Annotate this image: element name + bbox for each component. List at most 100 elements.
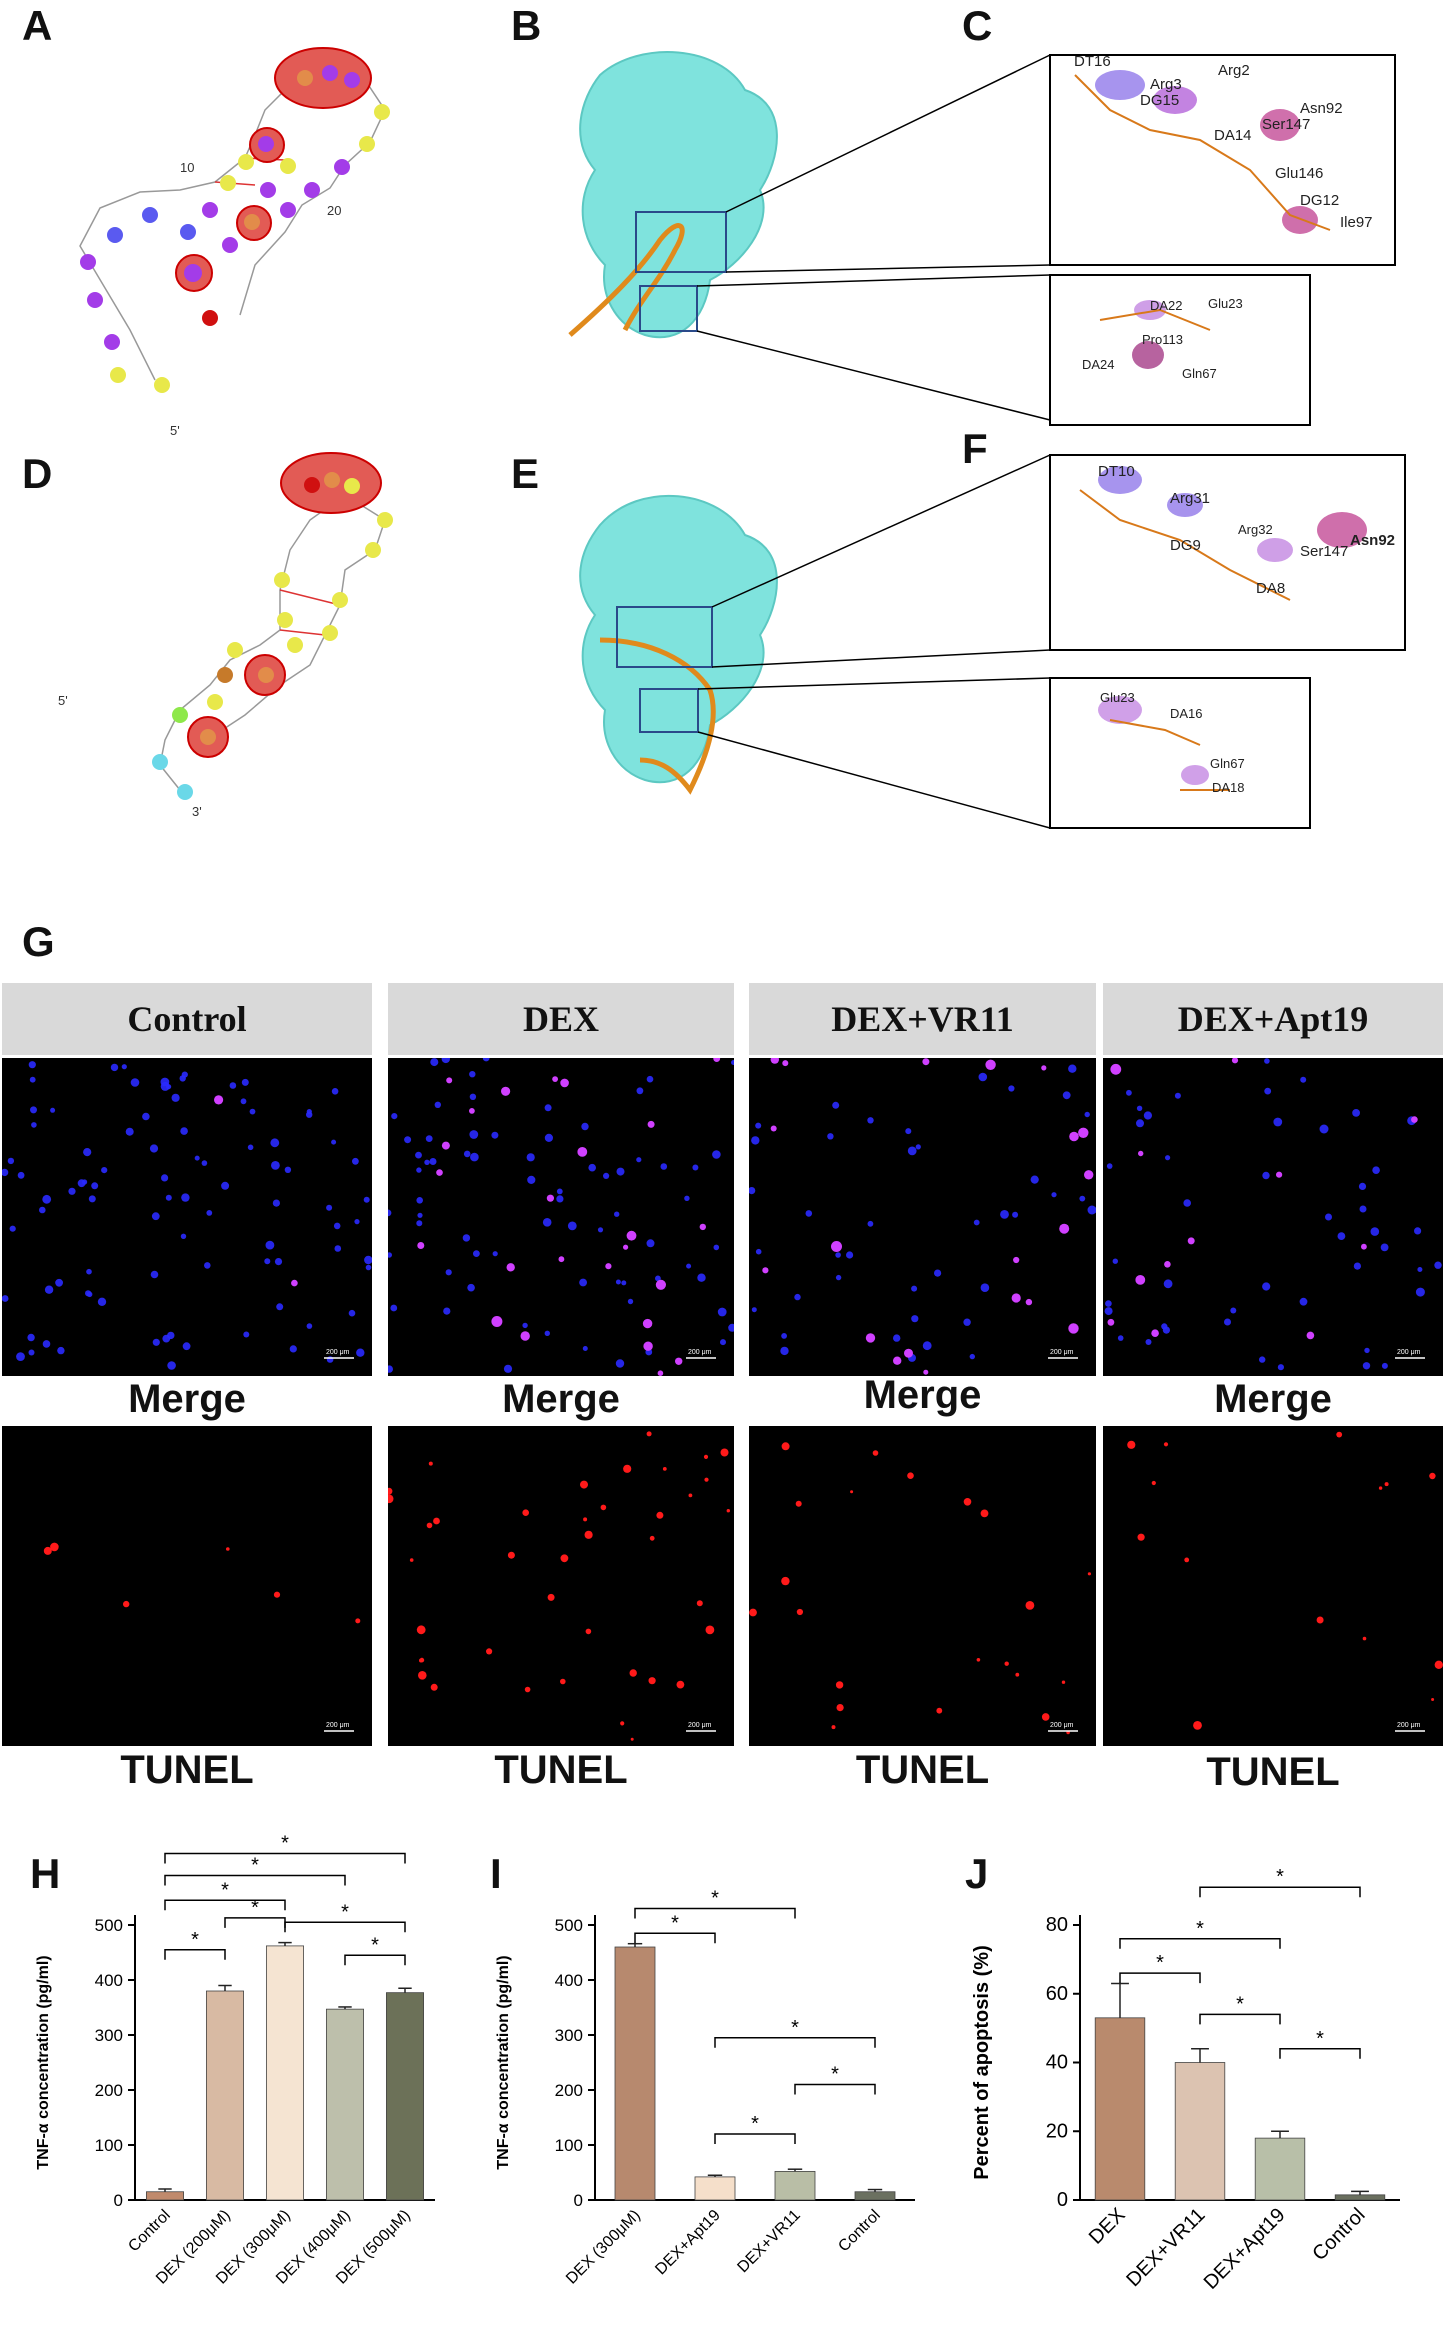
nucleus bbox=[1105, 1300, 1112, 1307]
nucleus bbox=[603, 1172, 610, 1179]
nucleus bbox=[911, 1285, 918, 1292]
tunel-positive-cell bbox=[676, 1680, 685, 1689]
tunel-positive-cell bbox=[648, 1677, 656, 1685]
bar bbox=[694, 2176, 736, 2201]
nucleus bbox=[1337, 1232, 1346, 1240]
merge-label: Merge bbox=[1214, 1377, 1332, 1421]
nucleus bbox=[1068, 1064, 1077, 1073]
apoptotic-cell bbox=[436, 1169, 443, 1176]
nucleus bbox=[1277, 1364, 1284, 1371]
nucleus bbox=[50, 1107, 56, 1113]
nucleus bbox=[781, 1333, 787, 1339]
nucleus bbox=[204, 1262, 211, 1269]
significance-star: * bbox=[341, 1901, 349, 1923]
nucleus bbox=[416, 1197, 423, 1204]
significance-star: * bbox=[671, 1912, 679, 1934]
nucleus bbox=[893, 1334, 901, 1342]
nucleus bbox=[1380, 1243, 1389, 1252]
nucleus bbox=[1300, 1076, 1307, 1083]
nucleus bbox=[780, 1346, 789, 1356]
significance-bracket bbox=[714, 2133, 796, 2144]
y-tick-label: 0 bbox=[574, 2191, 583, 2210]
y-tick-label: 500 bbox=[555, 1916, 583, 1935]
tunel-label: TUNEL bbox=[855, 1748, 990, 1792]
tunel-positive-cell bbox=[1362, 1636, 1367, 1641]
nucleus bbox=[364, 1255, 372, 1265]
nucleus bbox=[415, 1151, 422, 1159]
apoptotic-cell bbox=[1041, 1065, 1047, 1071]
tunel-positive-cell bbox=[704, 1477, 709, 1482]
significance-bracket bbox=[224, 1917, 286, 1928]
tunel-positive-cell bbox=[50, 1542, 59, 1552]
nucleus bbox=[276, 1303, 284, 1311]
apoptotic-cell bbox=[893, 1356, 902, 1365]
apoptotic-cell bbox=[713, 1058, 721, 1062]
tunel-positive-cell bbox=[416, 1625, 426, 1635]
tunel-positive-cell bbox=[835, 1681, 844, 1689]
nucleus bbox=[542, 1218, 552, 1227]
category-label: DEX (300μM) bbox=[563, 2207, 644, 2288]
apoptotic-cell bbox=[1187, 1237, 1195, 1245]
residue-label: DT10 bbox=[1098, 463, 1135, 480]
panel-letter-j: J bbox=[965, 1850, 989, 1897]
column-header: DEX+Apt19 bbox=[1103, 983, 1443, 1055]
merge-image: 200 μm bbox=[388, 1058, 734, 1376]
nucleus bbox=[150, 1270, 159, 1279]
nucleus bbox=[2, 1295, 9, 1302]
nucleus bbox=[334, 1245, 342, 1252]
nucleus bbox=[1224, 1318, 1231, 1326]
tunel-positive-cell bbox=[1004, 1661, 1009, 1666]
nucleus bbox=[969, 1353, 975, 1360]
nucleus bbox=[363, 1196, 370, 1203]
nucleus bbox=[1381, 1362, 1388, 1369]
tunel-positive-cell bbox=[703, 1454, 709, 1459]
protein-surface-b bbox=[579, 51, 778, 339]
tunel-positive-cell bbox=[507, 1551, 515, 1559]
apoptotic-cell bbox=[446, 1077, 453, 1084]
nucleus bbox=[284, 1166, 292, 1173]
label-5prime: 5' bbox=[170, 423, 180, 438]
tunel-positive-cell bbox=[1151, 1480, 1156, 1486]
y-tick-label: 200 bbox=[95, 2081, 123, 2100]
nucleus bbox=[751, 1307, 757, 1313]
nucleus bbox=[1230, 1307, 1237, 1314]
nucleus bbox=[130, 1078, 140, 1087]
nucleus bbox=[1136, 1105, 1143, 1111]
nucleus bbox=[1000, 1210, 1009, 1219]
residue-labels-c-top: DT16 Arg2 Arg3 DG15 Asn92 Ser147 DA14 Gl… bbox=[0, 0, 1447, 900]
residue-label: Ser147 bbox=[1300, 543, 1349, 560]
apoptotic-cell bbox=[623, 1244, 629, 1250]
nucleus bbox=[503, 1364, 513, 1373]
tunel-image: 200 μm bbox=[1103, 1426, 1443, 1746]
significance-star: * bbox=[711, 1888, 719, 1910]
nucleus bbox=[30, 1106, 37, 1114]
apoptotic-cell bbox=[675, 1357, 683, 1365]
y-tick-label: 200 bbox=[555, 2081, 583, 2100]
tunel-positive-cell bbox=[976, 1658, 981, 1662]
tunel-positive-cell bbox=[584, 1530, 593, 1539]
bar bbox=[614, 1946, 656, 2201]
nucleus bbox=[445, 1269, 452, 1276]
tunel-positive-cell bbox=[418, 1671, 427, 1680]
nucleus bbox=[867, 1220, 874, 1227]
category-label: Control bbox=[1308, 2204, 1369, 2265]
protein-surface-e bbox=[579, 494, 778, 784]
nucleus bbox=[1174, 1092, 1181, 1099]
nucleus bbox=[621, 1280, 627, 1286]
significance-bracket bbox=[164, 1899, 286, 1911]
nucleus bbox=[1358, 1182, 1367, 1190]
apoptotic-cell bbox=[1276, 1171, 1283, 1178]
nucleus bbox=[646, 1075, 654, 1083]
scale-bar-label: 200 μm bbox=[1050, 1722, 1074, 1729]
apoptotic-cell bbox=[501, 1086, 511, 1096]
nucleus bbox=[615, 1279, 621, 1285]
significance-star: * bbox=[831, 2064, 839, 2086]
tunel-positive-cell bbox=[963, 1498, 972, 1506]
nucleus bbox=[749, 1187, 756, 1195]
nucleus bbox=[526, 1153, 535, 1162]
nucleus bbox=[835, 1252, 841, 1258]
nucleus bbox=[221, 1181, 230, 1190]
tunel-positive-cell bbox=[720, 1448, 729, 1457]
nucleus bbox=[161, 1174, 169, 1182]
tunel-positive-cell bbox=[428, 1461, 433, 1466]
